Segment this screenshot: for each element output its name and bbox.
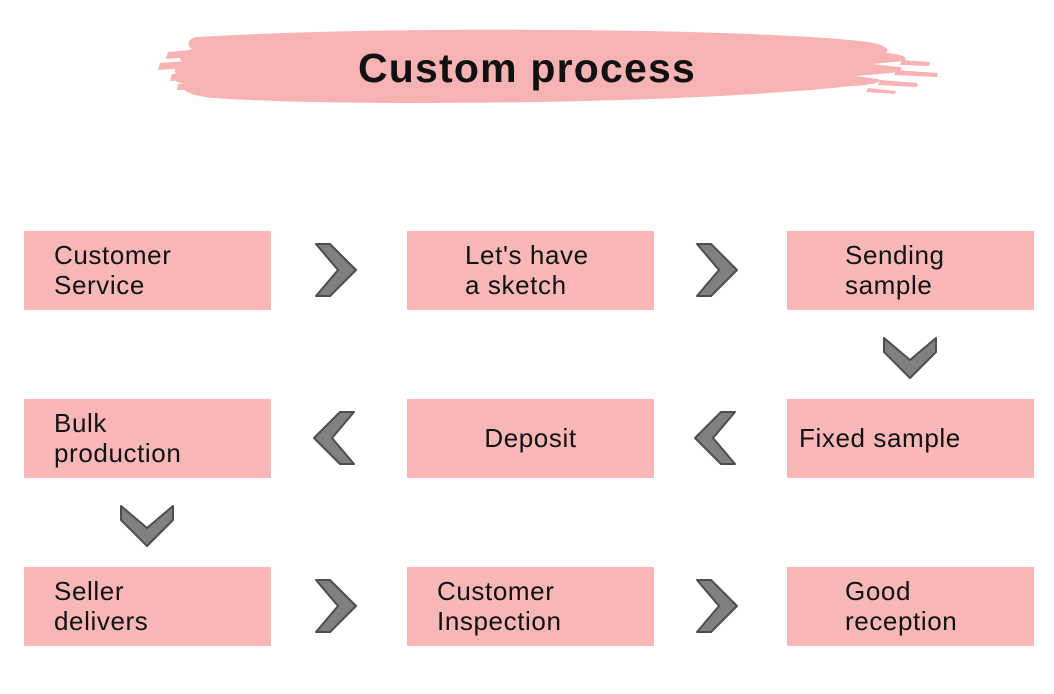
flow-step-bulk-production[interactable]: Bulk production: [24, 399, 271, 478]
chevron-left-icon: [689, 409, 743, 467]
flow-step-fixed-sample[interactable]: Fixed sample: [787, 399, 1034, 478]
chevron-right-icon: [689, 241, 743, 299]
title-banner: Custom process: [0, 18, 1054, 118]
flow-step-deposit[interactable]: Deposit: [407, 399, 654, 478]
flow-step-customer-inspection[interactable]: Customer Inspection: [407, 567, 654, 646]
flow-step-lets-have-a-sketch[interactable]: Let's have a sketch: [407, 231, 654, 310]
flow-step-good-reception[interactable]: Good reception: [787, 567, 1034, 646]
chevron-left-icon: [308, 409, 362, 467]
chevron-right-icon: [308, 577, 362, 635]
chevron-down-icon: [118, 498, 176, 552]
chevron-right-icon: [308, 241, 362, 299]
chevron-down-icon: [881, 330, 939, 384]
flow-step-seller-delivers[interactable]: Seller delivers: [24, 567, 271, 646]
brush-stroke-shape: [158, 29, 938, 103]
flow-step-customer-service[interactable]: Customer Service: [24, 231, 271, 310]
chevron-right-icon: [689, 577, 743, 635]
flow-step-sending-sample[interactable]: Sending sample: [787, 231, 1034, 310]
page-title: Custom process: [357, 44, 697, 91]
